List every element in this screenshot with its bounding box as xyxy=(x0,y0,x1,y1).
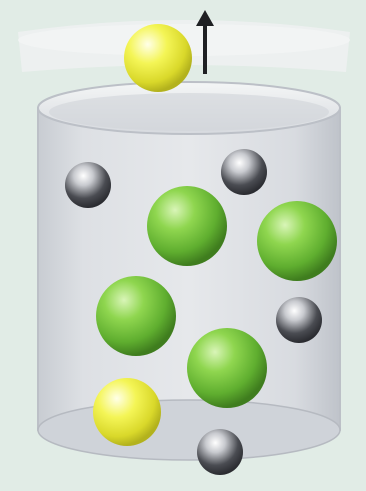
green-sphere xyxy=(96,276,176,356)
gray-sphere xyxy=(65,162,111,208)
up-arrow-icon xyxy=(196,10,214,74)
green-sphere xyxy=(147,186,227,266)
yellow-sphere-bottom xyxy=(93,378,161,446)
gray-sphere xyxy=(197,429,243,475)
gray-sphere xyxy=(276,297,322,343)
green-sphere xyxy=(257,201,337,281)
container-bottom xyxy=(37,399,341,461)
gray-sphere xyxy=(221,149,267,195)
yellow-sphere-top xyxy=(124,24,192,92)
container-top-disc-shade xyxy=(49,93,329,131)
green-sphere xyxy=(187,328,267,408)
